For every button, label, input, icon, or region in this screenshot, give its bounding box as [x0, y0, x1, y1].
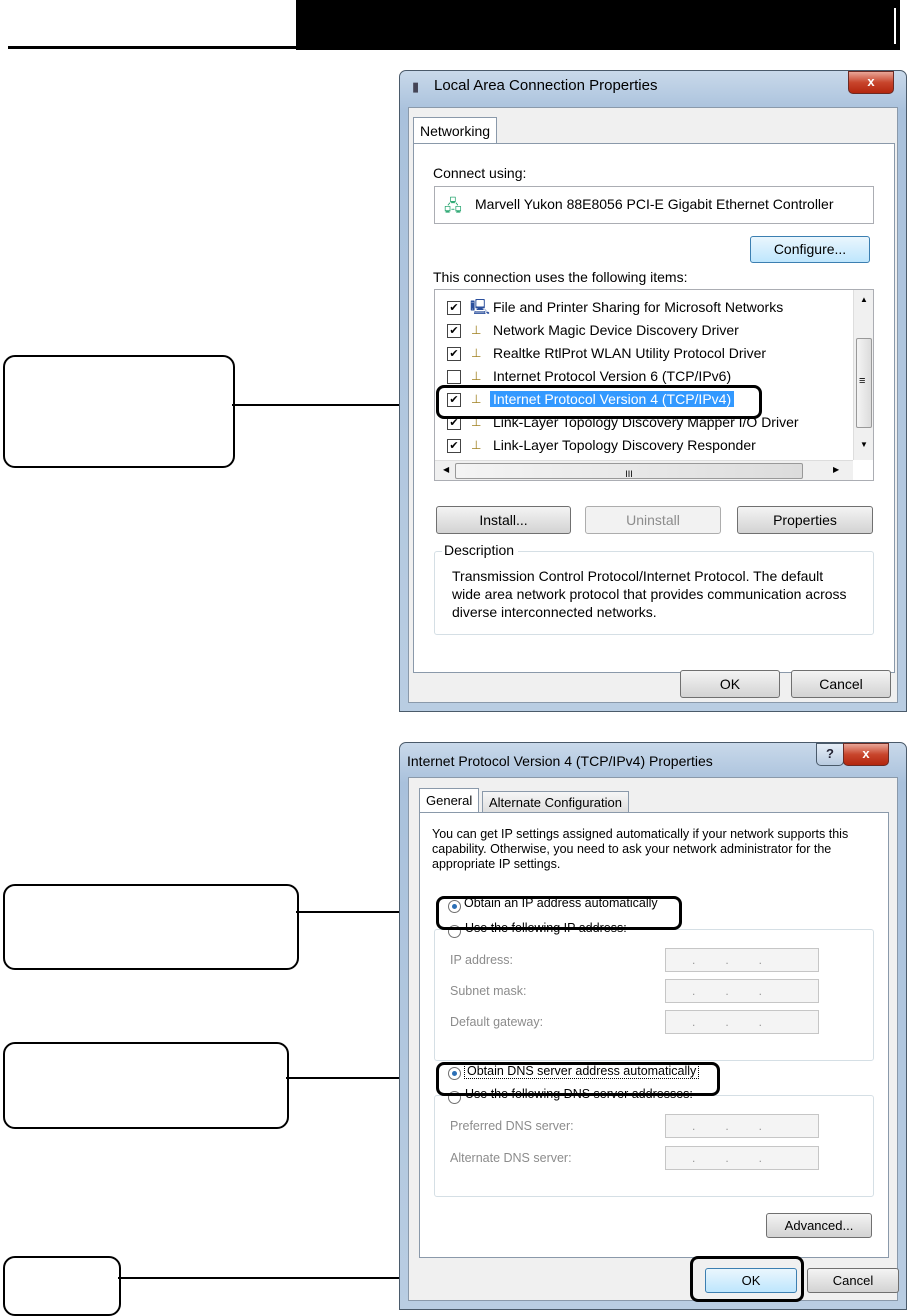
- dialog-body: General Alternate Configuration You can …: [408, 777, 899, 1301]
- horizontal-scrollbar[interactable]: ◀ III ▶: [435, 460, 853, 480]
- description-text: Transmission Control Protocol/Internet P…: [452, 568, 847, 620]
- connector-obtain-dns: [286, 1077, 438, 1079]
- vertical-scrollbar[interactable]: ▲ ≡ ▼: [853, 290, 873, 460]
- alternate-dns-field: ...: [665, 1146, 819, 1170]
- list-item-selected[interactable]: ✔ ⊥ Internet Protocol Version 4 (TCP/IPv…: [435, 388, 873, 411]
- checkbox[interactable]: ✔: [447, 439, 461, 453]
- obtain-ip-label[interactable]: Obtain an IP address automatically: [464, 896, 658, 910]
- list-item-label: Internet Protocol Version 4 (TCP/IPv4): [490, 391, 735, 407]
- scroll-thumb[interactable]: ≡: [856, 338, 872, 428]
- adapter-icon: 🖧: [444, 198, 462, 215]
- close-button[interactable]: x: [848, 71, 894, 94]
- hscroll-thumb[interactable]: III: [455, 463, 803, 479]
- ip-address-label: IP address:: [450, 953, 514, 967]
- ok-button[interactable]: OK: [680, 670, 780, 698]
- list-item[interactable]: ✔ ⊥ Link-Layer Topology Discovery Respon…: [435, 434, 873, 457]
- protocol-icon: ⊥: [471, 323, 482, 337]
- list-item-label: Link-Layer Topology Discovery Responder: [493, 437, 756, 453]
- list-item[interactable]: ✔ ⊥ Network Magic Device Discovery Drive…: [435, 319, 873, 342]
- scroll-right-icon[interactable]: ▶: [833, 465, 840, 474]
- highlight-obtain-dns: [436, 1062, 720, 1096]
- protocol-icon: ⊥: [471, 369, 482, 383]
- preferred-dns-field: ...: [665, 1114, 819, 1138]
- checkbox[interactable]: ✔: [447, 347, 461, 361]
- adapter-name: Marvell Yukon 88E8056 PCI-E Gigabit Ethe…: [475, 196, 834, 212]
- highlight-obtain-ip: [436, 896, 682, 930]
- description-group: [434, 551, 874, 635]
- dialog-title: Local Area Connection Properties: [434, 77, 658, 94]
- list-item-label: Network Magic Device Discovery Driver: [493, 322, 739, 338]
- tab-general[interactable]: General: [419, 788, 480, 813]
- tab-networking[interactable]: Networking: [413, 117, 498, 144]
- default-gateway-label: Default gateway:: [450, 1015, 544, 1029]
- cancel-button[interactable]: Cancel: [791, 670, 891, 698]
- list-item[interactable]: ⊥ Internet Protocol Version 6 (TCP/IPv6): [435, 365, 873, 388]
- obtain-dns-radio[interactable]: [448, 1067, 461, 1080]
- general-panel: You can get IP settings assigned automat…: [419, 812, 889, 1258]
- scroll-up-icon[interactable]: ▲: [860, 295, 868, 304]
- header-rule: [8, 46, 296, 49]
- header-tick: [894, 8, 896, 44]
- subnet-mask-label: Subnet mask:: [450, 984, 527, 998]
- connect-using-label: Connect using:: [433, 165, 527, 181]
- list-item-label: Realtke RtlProt WLAN Utility Protocol Dr…: [493, 345, 767, 361]
- list-item[interactable]: ✔ 🖳 File and Printer Sharing for Microso…: [435, 296, 873, 319]
- description-label: Description: [442, 542, 519, 558]
- ipv4-properties-dialog: Internet Protocol Version 4 (TCP/IPv4) P…: [399, 742, 907, 1310]
- highlight-ok: [690, 1256, 804, 1302]
- networking-panel: Connect using: 🖧 Marvell Yukon 88E8056 P…: [413, 143, 895, 673]
- list-item-label: Internet Protocol Version 6 (TCP/IPv6): [493, 368, 732, 384]
- ip-address-field: ...: [665, 948, 819, 972]
- connector-obtain-ip: [296, 911, 438, 913]
- tab-alternate-configuration[interactable]: Alternate Configuration: [482, 791, 629, 814]
- checkbox[interactable]: [447, 370, 461, 384]
- cancel-button[interactable]: Cancel: [807, 1268, 899, 1293]
- alternate-dns-label: Alternate DNS server:: [450, 1151, 572, 1165]
- subnet-mask-field: ...: [665, 979, 819, 1003]
- close-button[interactable]: x: [843, 743, 889, 766]
- properties-button[interactable]: Properties: [737, 506, 873, 534]
- protocol-icon: ⊥: [471, 392, 482, 406]
- dialog-body: Networking Connect using: 🖧 Marvell Yuko…: [408, 107, 898, 703]
- intro-text: You can get IP settings assigned automat…: [432, 827, 849, 871]
- help-button[interactable]: ?: [816, 743, 844, 766]
- adapter-box: 🖧 Marvell Yukon 88E8056 PCI-E Gigabit Et…: [434, 186, 874, 224]
- obtain-ip-radio[interactable]: [448, 900, 461, 913]
- list-item[interactable]: ✔ ⊥ Realtke RtlProt WLAN Utility Protoco…: [435, 342, 873, 365]
- scroll-grip: III: [625, 469, 633, 479]
- network-icon: ▮: [412, 79, 420, 94]
- checkbox[interactable]: ✔: [447, 324, 461, 338]
- highlight-ipv4: [436, 385, 762, 419]
- items-label: This connection uses the following items…: [433, 269, 688, 285]
- header-bar: [296, 0, 900, 50]
- uninstall-button: Uninstall: [585, 506, 721, 534]
- configure-button[interactable]: Configure...: [750, 236, 870, 263]
- dialog-title: Internet Protocol Version 4 (TCP/IPv4) P…: [407, 753, 713, 769]
- printer-sharing-icon: 🖳: [470, 299, 491, 316]
- callout-obtain-ip: [3, 884, 299, 970]
- callout-obtain-dns: [3, 1042, 289, 1129]
- connector-tcpip: [232, 404, 440, 406]
- preferred-dns-label: Preferred DNS server:: [450, 1119, 574, 1133]
- advanced-button[interactable]: Advanced...: [766, 1213, 872, 1238]
- callout-tcpip: [3, 355, 235, 468]
- ok-button[interactable]: OK: [705, 1268, 797, 1293]
- protocol-icon: ⊥: [471, 415, 482, 429]
- checkbox[interactable]: ✔: [447, 393, 461, 407]
- default-gateway-field: ...: [665, 1010, 819, 1034]
- checkbox[interactable]: ✔: [447, 301, 461, 315]
- install-button[interactable]: Install...: [436, 506, 571, 534]
- callout-ok: [3, 1256, 121, 1316]
- local-area-connection-dialog: ▮ Local Area Connection Properties x Net…: [399, 70, 907, 712]
- list-item-label: File and Printer Sharing for Microsoft N…: [493, 299, 784, 315]
- protocol-icon: ⊥: [471, 346, 482, 360]
- scroll-left-icon[interactable]: ◀: [443, 465, 450, 474]
- scroll-grip: ≡: [859, 375, 866, 387]
- protocol-icon: ⊥: [471, 438, 482, 452]
- scroll-down-icon[interactable]: ▼: [860, 440, 868, 449]
